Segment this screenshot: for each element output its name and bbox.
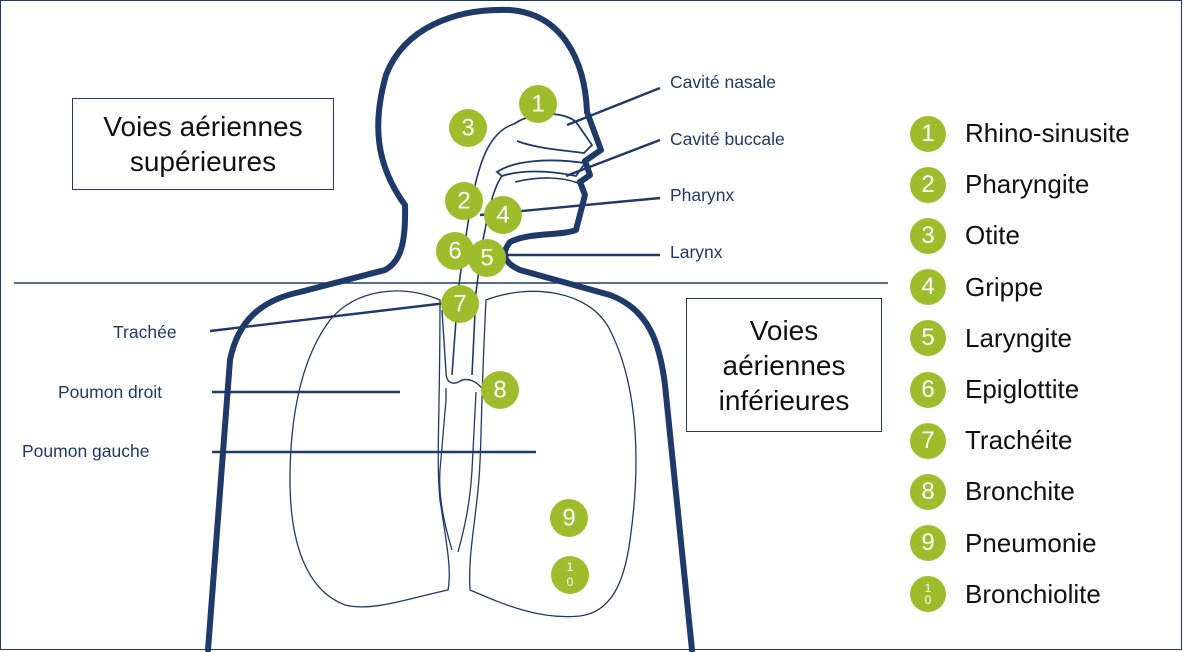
label-poumon-droit: Poumon droit bbox=[58, 382, 162, 403]
legend-label: Trachéite bbox=[965, 425, 1072, 456]
badge-2: 2 bbox=[445, 182, 483, 220]
badge-3: 3 bbox=[449, 109, 487, 147]
legend-badge: 2 bbox=[910, 167, 946, 203]
badge-9: 9 bbox=[550, 499, 588, 537]
badge-7: 7 bbox=[441, 285, 479, 323]
leader-trachee bbox=[210, 302, 455, 331]
svg-text:1: 1 bbox=[531, 91, 544, 118]
legend-item: 3 Otite bbox=[910, 210, 1130, 261]
label-trachee: Trachée bbox=[113, 322, 177, 343]
trachea-bronchi-outline bbox=[442, 310, 486, 395]
svg-text:7: 7 bbox=[453, 291, 466, 318]
legend-label: Rhino-sinusite bbox=[965, 118, 1130, 149]
label-larynx: Larynx bbox=[670, 242, 723, 263]
legend-label: Bronchiolite bbox=[965, 579, 1101, 610]
legend-badge: 4 bbox=[910, 269, 946, 305]
legend-item: 6 Epiglottite bbox=[910, 364, 1130, 415]
legend-item: 9 Pneumonie bbox=[910, 518, 1130, 569]
legend-badge: 8 bbox=[910, 474, 946, 510]
svg-text:4: 4 bbox=[496, 202, 509, 229]
badge-1: 1 bbox=[519, 85, 557, 123]
legend-item: 4 Grippe bbox=[910, 262, 1130, 313]
legend-badge: 1 bbox=[910, 116, 946, 152]
bronchi-branches bbox=[440, 388, 476, 552]
legend-badge: 6 bbox=[910, 372, 946, 408]
right-lung-outline bbox=[290, 291, 449, 607]
lower-airways-box: Voies aériennes inférieures bbox=[686, 298, 882, 432]
legend-label: Otite bbox=[965, 220, 1020, 251]
upper-airways-box: Voies aériennes supérieures bbox=[72, 98, 334, 190]
badge-10: 1 0 bbox=[551, 556, 589, 594]
legend-badge: 7 bbox=[910, 423, 946, 459]
badge-8: 8 bbox=[481, 371, 519, 409]
svg-text:6: 6 bbox=[448, 238, 461, 265]
legend-item: 1 Rhino-sinusite bbox=[910, 108, 1130, 159]
legend-label: Pharyngite bbox=[965, 169, 1089, 200]
leader-cavite-nasale bbox=[567, 88, 660, 125]
legend-item: 5 Laryngite bbox=[910, 313, 1130, 364]
label-cavite-buccale: Cavité buccale bbox=[670, 129, 785, 150]
legend-badge: 3 bbox=[910, 218, 946, 254]
legend-badge: 5 bbox=[910, 320, 946, 356]
tongue-outline bbox=[515, 178, 578, 183]
disease-legend: 1 Rhino-sinusite 2 Pharyngite 3 Otite 4 … bbox=[910, 108, 1130, 620]
svg-text:5: 5 bbox=[480, 245, 493, 272]
svg-text:8: 8 bbox=[493, 377, 506, 404]
legend-label: Bronchite bbox=[965, 476, 1075, 507]
svg-text:9: 9 bbox=[562, 505, 575, 532]
legend-label: Pneumonie bbox=[965, 528, 1097, 559]
legend-badge: 9 bbox=[910, 525, 946, 561]
legend-label: Grippe bbox=[965, 272, 1043, 303]
badge-6: 6 bbox=[436, 232, 474, 270]
label-cavite-nasale: Cavité nasale bbox=[670, 72, 776, 93]
leader-cavite-buccale bbox=[566, 140, 660, 176]
legend-item: 2 Pharyngite bbox=[910, 159, 1130, 210]
svg-text:2: 2 bbox=[457, 188, 470, 215]
legend-item: 7 Trachéite bbox=[910, 415, 1130, 466]
badge-4: 4 bbox=[484, 196, 522, 234]
legend-item: 8 Bronchite bbox=[910, 466, 1130, 517]
svg-text:0: 0 bbox=[567, 575, 574, 589]
legend-label: Laryngite bbox=[965, 323, 1072, 354]
svg-text:3: 3 bbox=[461, 115, 474, 142]
legend-label: Epiglottite bbox=[965, 374, 1079, 405]
badge-5: 5 bbox=[468, 239, 506, 277]
label-poumon-gauche: Poumon gauche bbox=[22, 441, 149, 462]
svg-text:1: 1 bbox=[567, 560, 574, 574]
label-pharynx: Pharynx bbox=[670, 185, 734, 206]
